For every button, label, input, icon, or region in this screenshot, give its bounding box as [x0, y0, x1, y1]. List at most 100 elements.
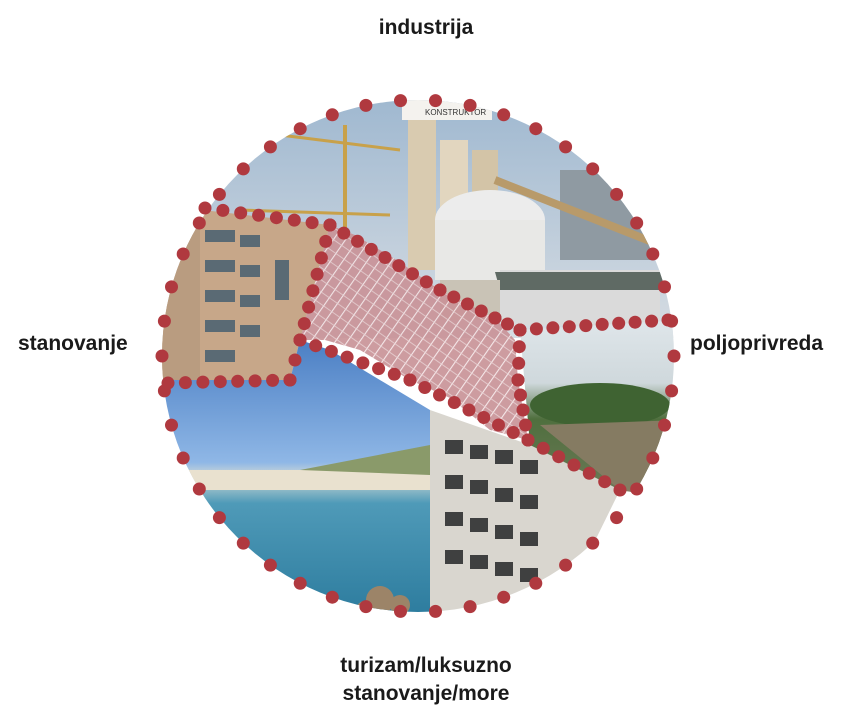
- boundary-dot: [497, 590, 511, 604]
- boundary-dot: [297, 317, 311, 331]
- boundary-dot: [521, 433, 535, 447]
- boundary-dot: [293, 576, 307, 590]
- boundary-dot: [176, 247, 190, 261]
- boundary-dot: [248, 374, 262, 388]
- boundary-dot: [157, 314, 171, 328]
- boundary-dot: [212, 187, 226, 201]
- boundary-dot: [263, 140, 277, 154]
- boundary-dot: [305, 216, 319, 230]
- boundary-dot: [266, 373, 280, 387]
- boundary-dot: [165, 418, 178, 432]
- boundary-dot: [406, 267, 419, 281]
- boundary-dot: [337, 226, 351, 240]
- boundary-dot: [463, 98, 477, 112]
- boundary-dot: [213, 375, 227, 389]
- boundary-dot: [612, 316, 626, 330]
- boundary-dot: [567, 458, 581, 472]
- boundary-dot: [324, 344, 338, 358]
- boundary-dot: [165, 280, 178, 294]
- boundary-dot: [309, 339, 323, 353]
- boundary-dot: [161, 376, 175, 390]
- label-industry: industrija: [378, 16, 474, 39]
- boundary-dot: [419, 275, 433, 289]
- boundary-dot: [236, 162, 250, 176]
- boundary-dot: [372, 362, 386, 376]
- boundary-dot: [394, 94, 407, 108]
- boundary-dot: [192, 216, 206, 230]
- boundary-dot: [325, 108, 339, 122]
- boundary-dot: [488, 311, 502, 325]
- boundary-dot: [198, 201, 212, 215]
- boundary-dot: [497, 108, 511, 122]
- boundary-dot: [511, 373, 525, 387]
- boundary-dot: [559, 140, 573, 154]
- boundary-dot: [306, 284, 320, 298]
- boundary-dot: [492, 418, 505, 432]
- boundary-dot: [546, 321, 560, 335]
- boundary-dot: [155, 349, 169, 363]
- boundary-dot: [252, 208, 266, 222]
- boundary-dot: [667, 349, 681, 363]
- label-housing: stanovanje: [18, 332, 128, 355]
- konstruktor-sign: KONSTRUKTOR: [425, 108, 486, 117]
- boundary-dot: [582, 466, 596, 480]
- boundary-dot: [610, 187, 624, 201]
- boundary-dot: [340, 350, 354, 364]
- boundary-dot: [176, 451, 190, 465]
- boundary-dot: [536, 441, 550, 455]
- boundary-dot: [378, 251, 392, 264]
- boundary-dot: [356, 356, 370, 370]
- boundary-dot: [461, 297, 474, 311]
- label-tourism-line1: turizam/luksuzno: [340, 654, 512, 677]
- boundary-dot: [552, 450, 566, 464]
- boundary-dot: [433, 388, 446, 402]
- boundary-dot: [661, 313, 675, 327]
- boundary-dot: [529, 576, 543, 590]
- boundary-dot: [351, 234, 364, 248]
- boundary-dot: [562, 320, 576, 334]
- boundary-dot: [269, 211, 283, 225]
- boundary-dot: [529, 122, 543, 136]
- boundary-dot: [630, 216, 644, 230]
- boundary-dot: [462, 403, 476, 417]
- boundary-dot: [501, 317, 514, 331]
- dotted-boundaries: [155, 94, 681, 618]
- boundary-dot: [519, 418, 532, 432]
- boundary-dot: [323, 218, 337, 232]
- boundary-dot: [559, 558, 573, 572]
- boundary-dot: [514, 388, 527, 402]
- boundary-dot: [429, 604, 442, 618]
- boundary-dot: [477, 411, 491, 424]
- boundary-dot: [288, 353, 302, 367]
- boundary-dot: [628, 315, 642, 329]
- boundary-dot: [364, 242, 378, 256]
- hatched-zone: [300, 225, 528, 440]
- boundary-dot: [512, 356, 526, 370]
- boundary-dot: [586, 536, 600, 550]
- boundary-dot: [513, 323, 527, 337]
- boundary-dot: [314, 251, 328, 265]
- boundary-dot: [645, 314, 659, 328]
- boundary-dot: [598, 475, 612, 489]
- boundary-dot: [359, 600, 373, 614]
- boundary-dot: [447, 396, 461, 409]
- boundary-dot: [474, 304, 488, 318]
- boundary-dot: [403, 373, 417, 387]
- boundary-dot: [319, 234, 333, 248]
- boundary-dot: [595, 317, 609, 331]
- boundary-dot: [658, 280, 671, 294]
- boundary-dot: [359, 98, 373, 112]
- boundary-dot: [586, 162, 600, 176]
- boundary-dot: [579, 319, 593, 333]
- boundary-dot: [263, 558, 277, 572]
- boundary-dot: [287, 213, 301, 227]
- boundary-dot: [212, 511, 226, 525]
- label-tourism-line2: stanovanje/more: [342, 682, 510, 705]
- boundary-dot: [665, 384, 679, 398]
- boundary-dot: [310, 267, 324, 281]
- boundary-dot: [658, 418, 671, 432]
- label-tourism: turizam/luksuzno stanovanje/more: [0, 652, 852, 708]
- boundary-dot: [234, 206, 248, 220]
- boundary-dot: [506, 426, 520, 439]
